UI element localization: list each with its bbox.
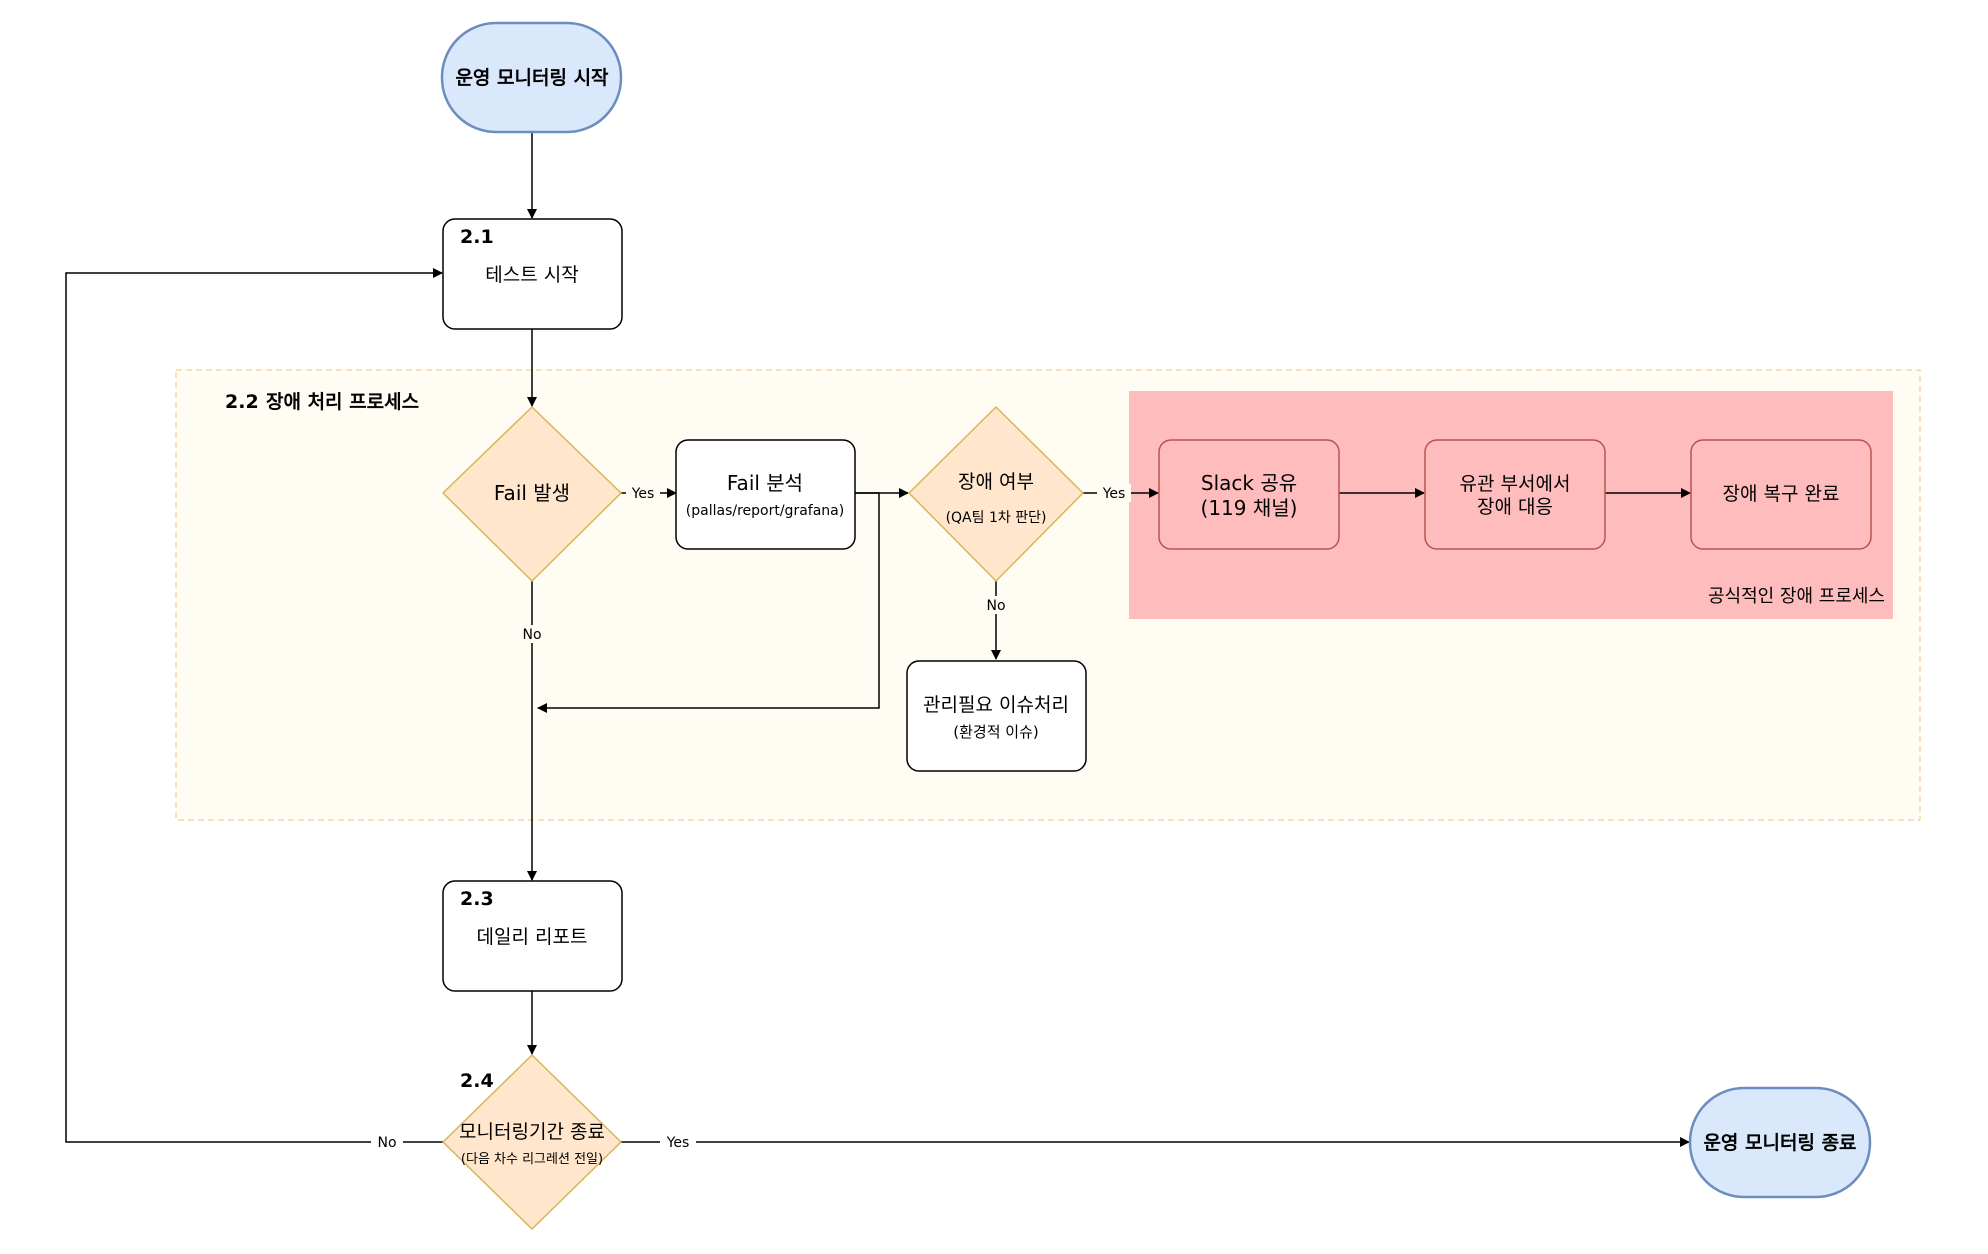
edge-analysis-return-loop [537, 492, 880, 713]
fail-analysis-sublabel: (pallas/report/grafana) [686, 503, 844, 519]
fail-occurred-decision [442, 406, 622, 582]
edge-label-end-yes: Yes [666, 1135, 690, 1151]
slack-share-box [1158, 439, 1340, 550]
monitoring-end-number: 2.4 [460, 1070, 494, 1092]
test-start-box [442, 218, 623, 330]
fail-analysis-label: Fail 분석 [727, 471, 803, 495]
end-terminal-label: 운영 모니터링 종료 [1703, 1132, 1856, 1154]
edge-label-decision-yes: Yes [1102, 486, 1126, 502]
official-process-title: 공식적인 장애 프로세스 [1708, 586, 1885, 607]
edge-label-fail-yes: Yes [631, 486, 655, 502]
fail-occurred-label: Fail 발생 [494, 481, 570, 505]
daily-report-number: 2.3 [460, 888, 494, 910]
test-start-number: 2.1 [460, 226, 494, 248]
recovery-done-box [1690, 439, 1872, 550]
issue-handling-label: 관리필요 이슈처리 [923, 694, 1069, 716]
dept-response-line2: 장애 대응 [1477, 496, 1553, 518]
fail-analysis-box [675, 439, 856, 550]
dept-response-box [1424, 439, 1606, 550]
edge-label-decision-no: No [986, 598, 1005, 614]
failure-process-number: 2.2 [225, 391, 259, 413]
failure-process-title: 장애 처리 프로세스 [266, 391, 419, 413]
edge-end-no-loop-back [65, 268, 443, 1143]
monitoring-end-decision [442, 1054, 622, 1230]
end-terminal [1688, 1086, 1872, 1199]
edge-label-fail-no: No [522, 627, 541, 643]
test-start-label: 테스트 시작 [485, 264, 578, 286]
issue-handling-sublabel: (환경적 이슈) [953, 723, 1038, 741]
issue-handling-box [906, 660, 1087, 772]
monitoring-end-label: 모니터링기간 종료 [459, 1121, 605, 1143]
dept-response-line1: 유관 부서에서 [1460, 473, 1571, 495]
daily-report-label: 데일리 리포트 [477, 926, 588, 948]
slack-share-line2: (119 채널) [1201, 496, 1298, 520]
monitoring-end-sublabel: (다음 차수 리그레션 전일) [461, 1152, 603, 1167]
is-failure-sublabel: (QA팀 1차 판단) [946, 510, 1047, 526]
recovery-done-label: 장애 복구 완료 [1723, 483, 1840, 505]
start-terminal [440, 21, 623, 134]
is-failure-label: 장애 여부 [958, 471, 1034, 493]
edge-label-end-no: No [377, 1135, 396, 1151]
slack-share-line1: Slack 공유 [1201, 471, 1297, 495]
start-terminal-label: 운영 모니터링 시작 [455, 67, 609, 89]
daily-report-box [442, 880, 623, 992]
is-failure-decision [908, 406, 1084, 582]
